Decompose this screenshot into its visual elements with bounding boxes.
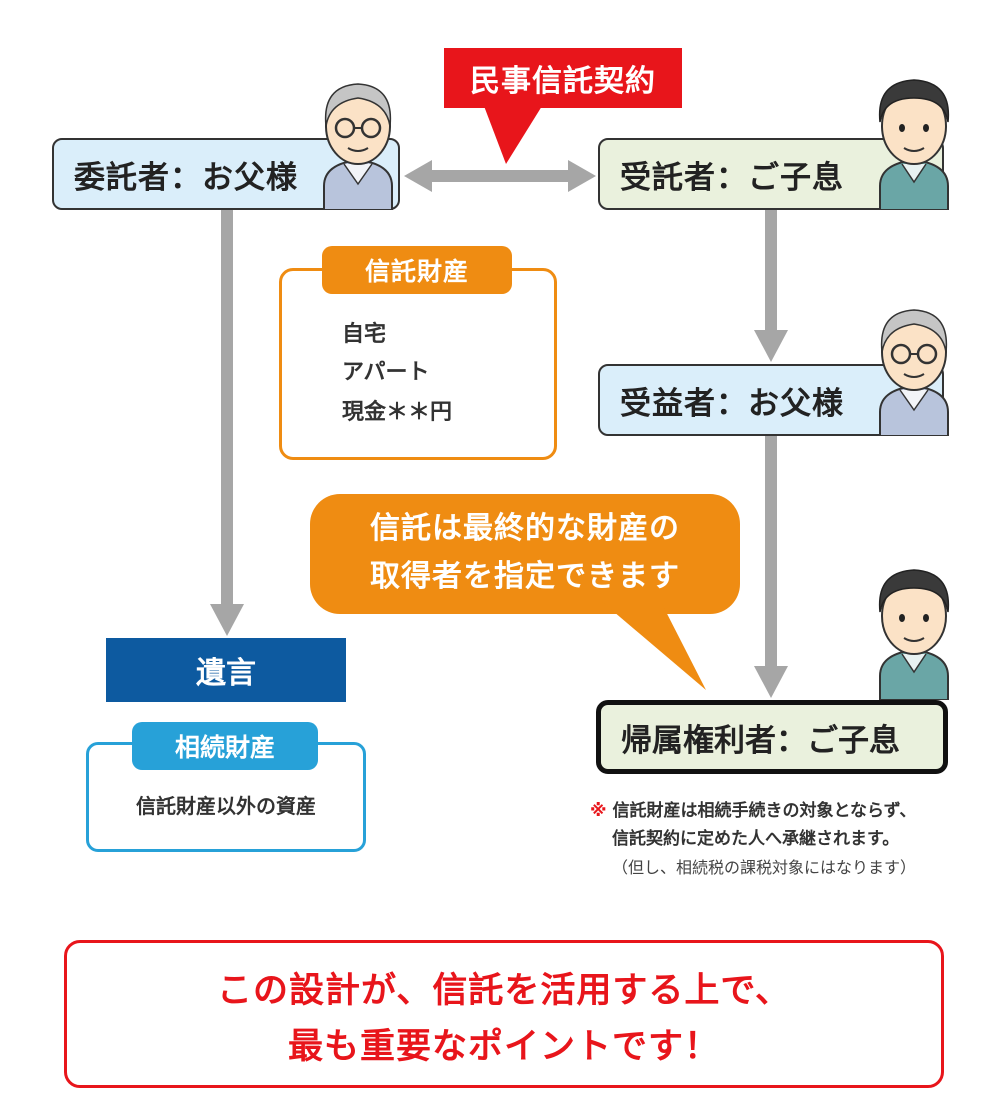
note-line-2: 信託契約に定めた人へ承継されます。	[612, 829, 900, 849]
young-man-avatar-icon	[878, 79, 950, 210]
trust-property-item: 自宅	[342, 322, 387, 347]
old-man-avatar-icon	[879, 309, 949, 436]
trust-property-item: 現金＊＊円	[342, 400, 453, 425]
key-message-line-1: この設計が、信託を活用する上で、	[217, 971, 791, 1011]
note-mark: ※	[590, 801, 607, 821]
callout-text: 信託は最終的な財産の 取得者を指定できます	[312, 505, 738, 601]
trustee-label: 受託者：ご子息	[620, 159, 844, 196]
inheritance-title: 相続財産	[132, 722, 318, 770]
settlor-down-shaft	[221, 210, 233, 608]
key-message-box	[64, 940, 944, 1088]
settlor-down-head	[210, 604, 244, 636]
settlor-label: 委託者：お父様	[74, 159, 298, 196]
note-text-1: 信託財産は相続手続きの対象とならず、	[612, 801, 917, 821]
will-box: 遺言	[106, 638, 346, 702]
note-line-3: （但し、相続税の課税対象にはなります）	[612, 858, 917, 877]
heir-label: 帰属権利者：ご子息	[621, 722, 900, 759]
note-line-1: ※ 信託財産は相続手続きの対象とならず、	[590, 796, 916, 821]
beneficiary-label: 受益者：お父様	[620, 385, 844, 422]
trust-property-box	[279, 268, 557, 460]
beneficiary-down-head	[754, 666, 788, 698]
contract-label: 民事信託契約	[444, 48, 682, 108]
contract-pointer	[484, 106, 542, 164]
contract-arrow-shaft	[428, 170, 572, 182]
key-message-line-2: 最も重要なポイントです！	[287, 1027, 720, 1067]
trustee-down-shaft	[765, 210, 777, 334]
callout-line: 取得者を指定できます	[370, 559, 680, 594]
beneficiary-down-shaft	[765, 436, 777, 670]
callout-bubble	[310, 494, 740, 690]
contract-arrow-left-head	[404, 160, 432, 192]
old-man-avatar-icon	[323, 83, 393, 210]
callout-line: 信託は最終的な財産の	[370, 511, 680, 546]
trustee-down-head	[754, 330, 788, 362]
trust-property-title: 信託財産	[322, 246, 512, 294]
young-man-avatar-icon	[878, 569, 950, 700]
contract-arrow-right-head	[568, 160, 596, 192]
heir-box: 帰属権利者：ご子息	[596, 700, 948, 774]
trust-property-item: アパート	[342, 360, 430, 385]
inheritance-text: 信託財産以外の資産	[136, 794, 316, 818]
